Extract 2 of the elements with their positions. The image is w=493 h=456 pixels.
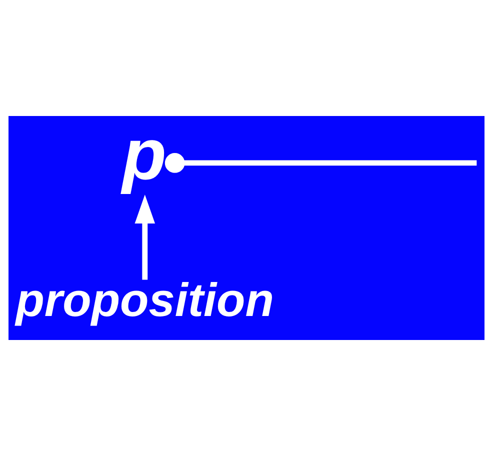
- node-text: proposition: [16, 273, 274, 326]
- node-text: p: [122, 115, 166, 196]
